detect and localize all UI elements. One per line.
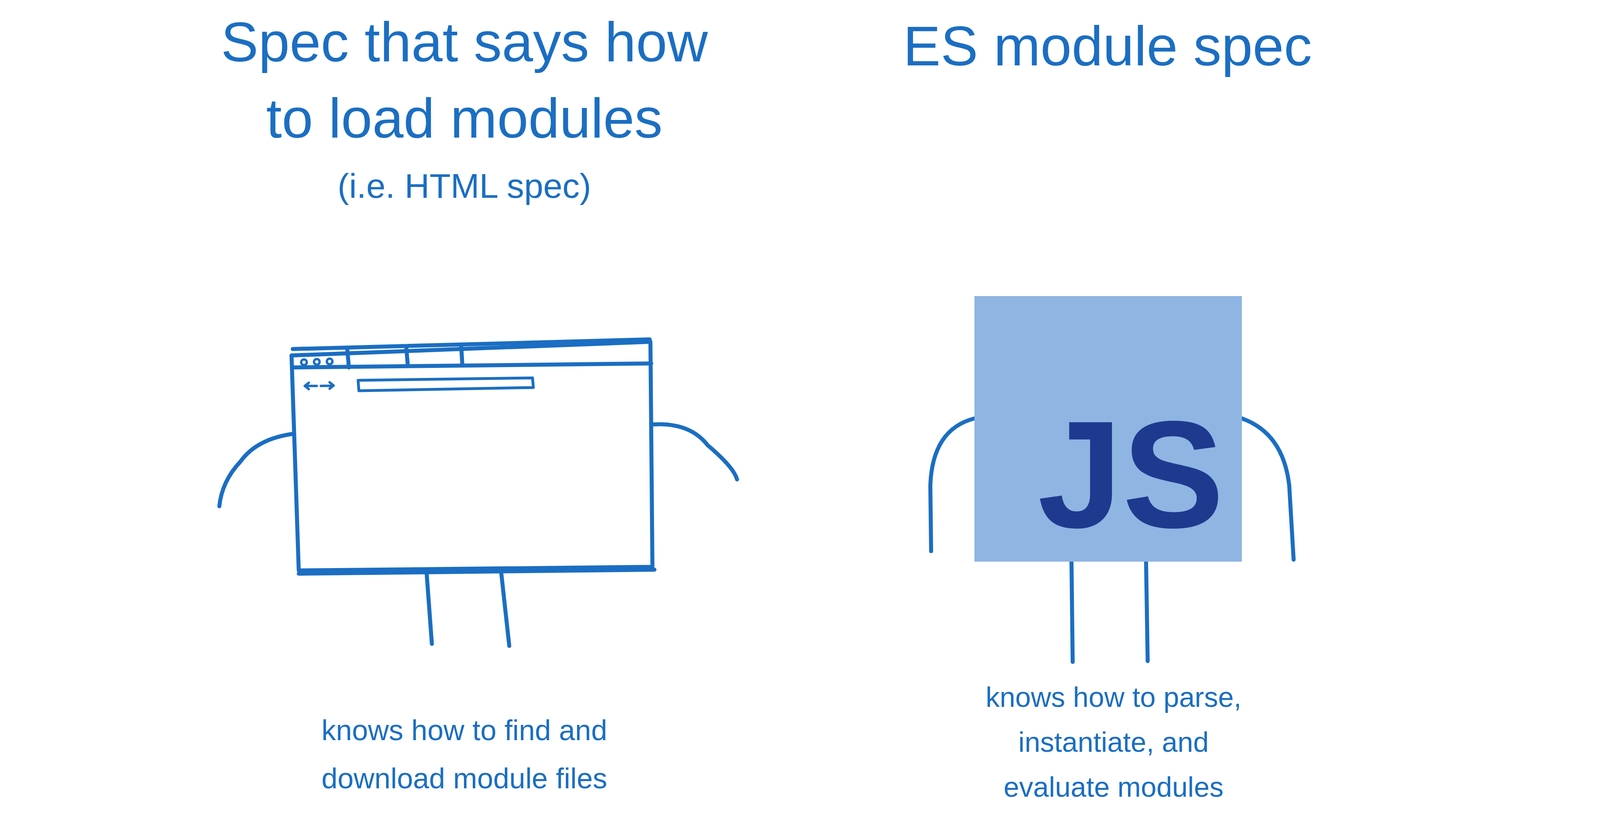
- browser-bottom: [298, 569, 655, 574]
- arm: [219, 433, 292, 507]
- arm: [652, 423, 738, 480]
- browser-frame: [291, 341, 653, 571]
- browser-tab-line: [291, 363, 652, 368]
- window-button: [313, 358, 320, 365]
- spec-heading: Spec that says how to load modules: [63, 4, 866, 157]
- spec-caption: knows how to parse, instantiate, and eva…: [933, 674, 1295, 810]
- arm: [1241, 418, 1294, 560]
- js-character: ES module specJSknows how to parse, inst…: [974, 295, 1242, 562]
- nav-arrows: [304, 382, 334, 389]
- js-logo-text: JS: [1034, 398, 1228, 551]
- address-bar: [358, 377, 534, 391]
- arm: [930, 418, 975, 551]
- leg: [426, 573, 432, 644]
- window-button: [301, 359, 307, 365]
- spec-subtitle: (i.e. HTML spec): [183, 163, 746, 208]
- leg: [1146, 561, 1148, 661]
- spec-heading: ES module spec: [746, 8, 1469, 85]
- browser-tab: [347, 344, 463, 368]
- leg: [501, 572, 510, 646]
- browser-character: Spec that says how to load modules(i.e. …: [290, 340, 654, 572]
- spec-caption: knows how to find and download module fi…: [203, 705, 726, 803]
- window-button: [326, 358, 333, 365]
- leg: [1071, 561, 1073, 662]
